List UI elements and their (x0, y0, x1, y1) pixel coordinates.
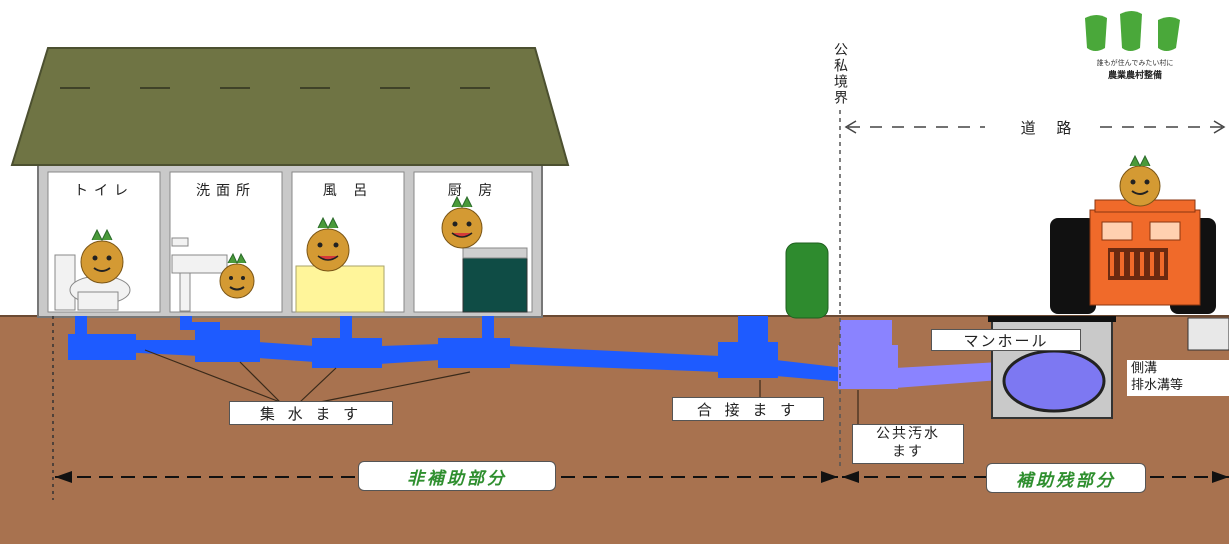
bathtub (295, 265, 385, 313)
room-label-toilet: トイレ (74, 183, 134, 199)
side-ditch-line1: 側溝 (1131, 361, 1158, 376)
span-arrow (55, 471, 1229, 483)
public-sewer-box-line2: ます (892, 444, 924, 460)
tractor (1050, 154, 1216, 314)
boundary-post (785, 242, 829, 319)
logo-mark (1085, 11, 1180, 51)
house-roof (10, 47, 570, 166)
junction-box-label: 合 接 ま す (672, 397, 824, 421)
mascot-kitchen (441, 195, 483, 249)
room-label-kitchen: 厨 房 (447, 183, 499, 199)
road-label: 道 路 (1020, 119, 1080, 137)
sink-fixture (171, 237, 228, 312)
logo-name: 農業農村整備 (1107, 71, 1162, 81)
boundary-label: 公私境界 (830, 42, 850, 106)
road-arrow (844, 120, 1226, 134)
non-subsidy-label: 非補助部分 (358, 461, 556, 491)
manhole-label: マンホール (931, 329, 1081, 351)
subsidy-remaining-label: 補助残部分 (986, 463, 1146, 493)
logo-tagline: 誰もが住んでみたい村に (1096, 59, 1174, 67)
side-ditch-label: 側溝 排水溝等 (1127, 360, 1229, 396)
mascot-bath (306, 216, 350, 272)
collection-box-label: 集 水 ま す (229, 401, 393, 425)
public-pipe-network (838, 320, 1000, 389)
public-sewer-box-line1: 公共汚水 (876, 426, 940, 442)
toilet-fixture (54, 254, 131, 311)
side-ditch-line2: 排水溝等 (1131, 378, 1184, 393)
pointer-arrows (144, 349, 859, 425)
mascot-washroom (219, 252, 255, 299)
mascot-toilet (80, 228, 124, 284)
side-ditch (1187, 317, 1229, 351)
kitchen-counter (462, 247, 528, 313)
public-sewer-box-label: 公共汚水 ます (852, 424, 964, 464)
room-label-bath: 風 呂 (322, 183, 374, 199)
private-pipe-network (68, 316, 845, 382)
room-label-washroom: 洗面所 (196, 183, 256, 199)
